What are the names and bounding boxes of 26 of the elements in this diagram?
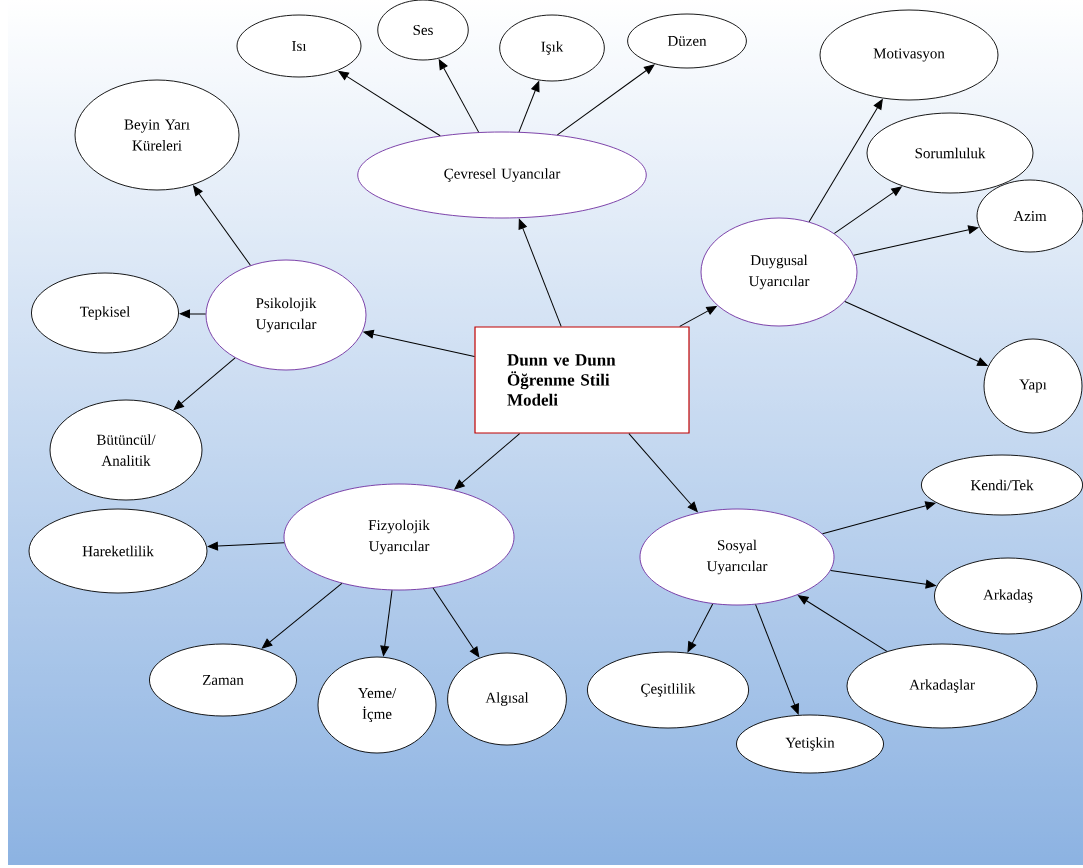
arrow — [808, 99, 883, 223]
arrow — [556, 64, 655, 136]
arrow — [830, 570, 936, 589]
model-box: Dunn ve Dunn Öğrenme Stili Modeli — [474, 326, 690, 434]
arrow — [454, 433, 521, 490]
arrow — [432, 587, 480, 658]
arrow — [755, 604, 799, 715]
arrow — [844, 301, 988, 366]
arrow — [833, 186, 902, 234]
arrow — [338, 70, 441, 137]
arrow — [363, 329, 475, 357]
arrow — [261, 582, 343, 649]
arrow — [679, 305, 717, 327]
arrow — [438, 59, 480, 133]
arrow — [518, 218, 562, 327]
arrow — [179, 309, 207, 319]
arrow — [822, 501, 936, 535]
arrow — [518, 81, 540, 133]
arrow — [193, 185, 251, 266]
arrow — [173, 357, 236, 410]
arrow — [798, 595, 888, 652]
arrow — [380, 589, 393, 657]
arrow — [207, 541, 285, 551]
arrow — [687, 603, 714, 652]
arrow — [628, 433, 698, 513]
arrow — [853, 225, 979, 256]
